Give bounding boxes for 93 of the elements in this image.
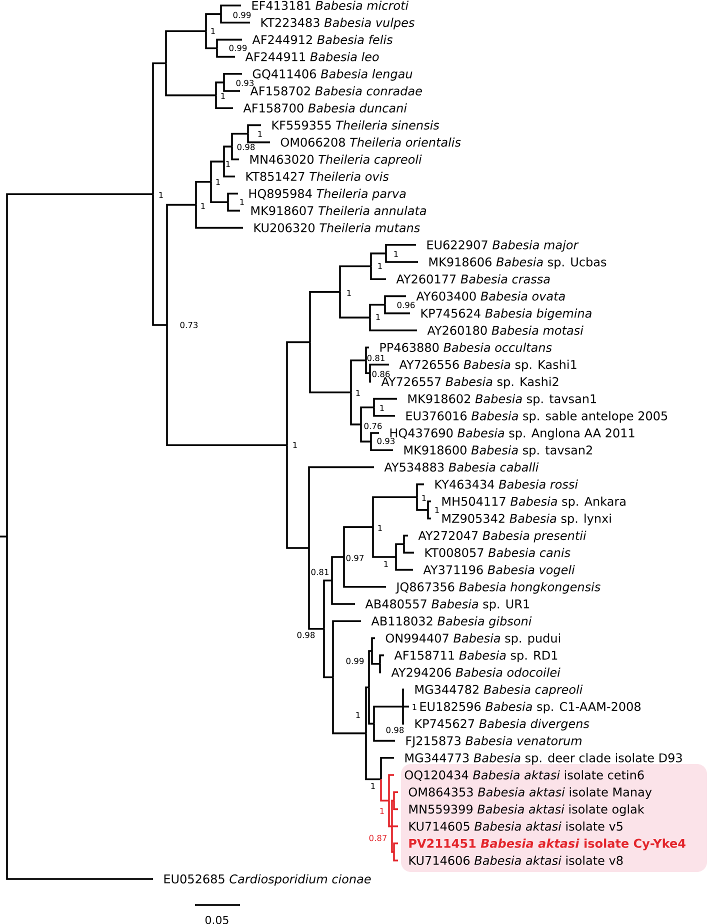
taxon-label: MH504117 Babesia sp. Ankara [442, 496, 626, 508]
support-value: 0.99 [233, 12, 251, 18]
support-value: 1 [293, 442, 297, 448]
support-value: 1 [422, 494, 426, 501]
taxon-label: AY371196 Babesia vogeli [423, 565, 575, 577]
taxon-label: KT008057 Babesia canis [425, 548, 570, 558]
taxon-label: KP745624 Babesia bigemina [421, 308, 592, 320]
taxon-label: KP745627 Babesia divergens [415, 718, 590, 730]
taxon-label: PV211451 Babesia aktasi isolate Cy-Yke4 [409, 838, 686, 850]
support-value: 1 [211, 28, 215, 34]
taxon-label: AB480557 Babesia sp. UR1 [365, 599, 529, 611]
taxon-label: AF244911 Babesia leo [245, 52, 379, 62]
taxon-label: AY726556 Babesia sp. Kashi1 [399, 360, 576, 372]
support-value: 0.98 [386, 726, 404, 734]
support-value: 1 [356, 390, 360, 396]
taxon-label: OM864353 Babesia aktasi isolate Manay [408, 787, 652, 799]
support-value: 0.93 [377, 438, 395, 444]
taxon-label: KU714606 Babesia aktasi isolate v8 [409, 856, 623, 865]
taxon-label: MN463020 Theileria capreoli [250, 154, 422, 166]
support-value: 1 [356, 712, 360, 718]
taxon-label: KT223483 Babesia vulpes [261, 18, 414, 30]
support-value: 1 [258, 130, 262, 137]
scale-label: 0.05 [205, 916, 228, 924]
taxon-label: HQ437690 Babesia sp. Anglona AA 2011 [390, 428, 634, 440]
taxon-label: KF559355 Theileria sinensis [272, 120, 440, 130]
support-value: 1 [226, 160, 230, 167]
taxon-label: MN559399 Babesia aktasi isolate oglak [409, 804, 644, 816]
taxon-label: EU622907 Babesia major [427, 240, 579, 252]
support-value: 0.98 [237, 144, 255, 150]
support-value: 0.87 [369, 834, 387, 842]
taxon-label: FJ215873 Babesia venatorum [406, 736, 582, 748]
taxon-label: OQ120434 Babesia aktasi isolate cetin6 [404, 770, 644, 781]
support-value: 1 [380, 808, 384, 814]
support-value: 1 [394, 250, 398, 257]
support-value: 1 [378, 524, 382, 531]
taxon-label: AY603400 Babesia ovata [416, 291, 565, 301]
taxon-label: HQ895984 Theileria parva [249, 188, 406, 200]
support-value: 1 [216, 178, 220, 185]
support-value: 0.99 [346, 658, 364, 664]
taxon-label: AF158711 Babesia sp. RD1 [394, 650, 558, 662]
taxon-label: AY726557 Babesia sp. Kashi2 [381, 376, 558, 388]
taxon-label: AY260177 Babesia crassa [396, 274, 550, 284]
support-value: 1 [159, 192, 163, 198]
support-value: 0.97 [346, 554, 364, 562]
support-value: 1 [347, 290, 351, 296]
taxon-label: AY534883 Babesia caballi [384, 462, 539, 472]
taxon-label: GQ411406 Babesia lengau [252, 69, 412, 81]
support-value: 1 [240, 198, 244, 205]
support-value: 0.98 [297, 632, 315, 638]
taxon-label: MK918607 Theileria annulata [251, 206, 426, 216]
support-value: 1 [384, 560, 388, 567]
taxon-label: OM066208 Theileria orientalis [280, 138, 461, 147]
taxon-label: KU714605 Babesia aktasi isolate v5 [409, 822, 622, 831]
taxon-label: PP463880 Babesia occultans [380, 342, 552, 352]
support-value: 0.96 [397, 302, 415, 308]
support-value: 0.76 [364, 422, 382, 430]
support-value: 0.81 [311, 568, 328, 576]
taxon-label: ON994407 Babesia sp. pudui [386, 633, 560, 645]
taxon-label: MK918606 Babesia sp. Ucbas [429, 257, 606, 269]
support-value: 0.99 [229, 44, 247, 52]
taxon-label: EF413181 Babesia microti [252, 0, 409, 10]
taxon-label: EU376016 Babesia sp. sable antelope 2005 [406, 411, 668, 423]
support-value: 1 [412, 704, 416, 710]
support-value: 0.86 [372, 370, 390, 378]
taxon-label: JQ867356 Babesia hongkongensis [396, 582, 600, 594]
support-value: 1 [380, 404, 384, 411]
taxon-label: AY260180 Babesia motasi [427, 326, 584, 335]
highlight-box [401, 764, 707, 872]
taxon-label: MK918600 Babesia sp. tavsan2 [404, 445, 592, 457]
support-value: 1 [376, 314, 380, 320]
taxon-label: KU206320 Theileria mutans [254, 223, 420, 232]
support-value: 1 [201, 202, 205, 209]
support-value: 0.81 [367, 354, 384, 362]
taxon-label: EU052685 Cardiosporidium cionae [164, 874, 371, 886]
taxon-label: MZ905342 Babesia sp. lynxi [442, 514, 611, 526]
taxon-label: AF158702 Babesia conradae [250, 86, 422, 96]
taxon-label: MK918602 Babesia sp. tavsan1 [408, 394, 596, 406]
taxon-label: AF244912 Babesia felis [252, 34, 393, 44]
support-value: 0.93 [236, 80, 254, 86]
support-value: 1 [371, 782, 375, 789]
taxon-label: AY294206 Babesia odocoilei [391, 668, 560, 677]
support-value: 0.73 [180, 322, 198, 328]
support-value: 1 [378, 262, 382, 269]
taxon-label: EU182596 Babesia sp. C1-AAM-2008 [420, 702, 640, 714]
taxon-label: AB118032 Babesia gibsoni [371, 616, 532, 628]
taxon-label: MG344782 Babesia capreoli [415, 684, 583, 696]
taxon-label: MG344773 Babesia sp. deer clade isolate D93 [405, 753, 682, 765]
taxon-label: AY272047 Babesia presentii [418, 530, 586, 542]
taxon-label: KT851427 Theileria ovis [246, 172, 389, 181]
taxon-label: KY463434 Babesia rossi [435, 480, 578, 489]
support-value: 1 [221, 92, 225, 99]
taxon-label: AF158700 Babesia duncani [243, 103, 407, 113]
support-value: 1 [435, 506, 439, 513]
